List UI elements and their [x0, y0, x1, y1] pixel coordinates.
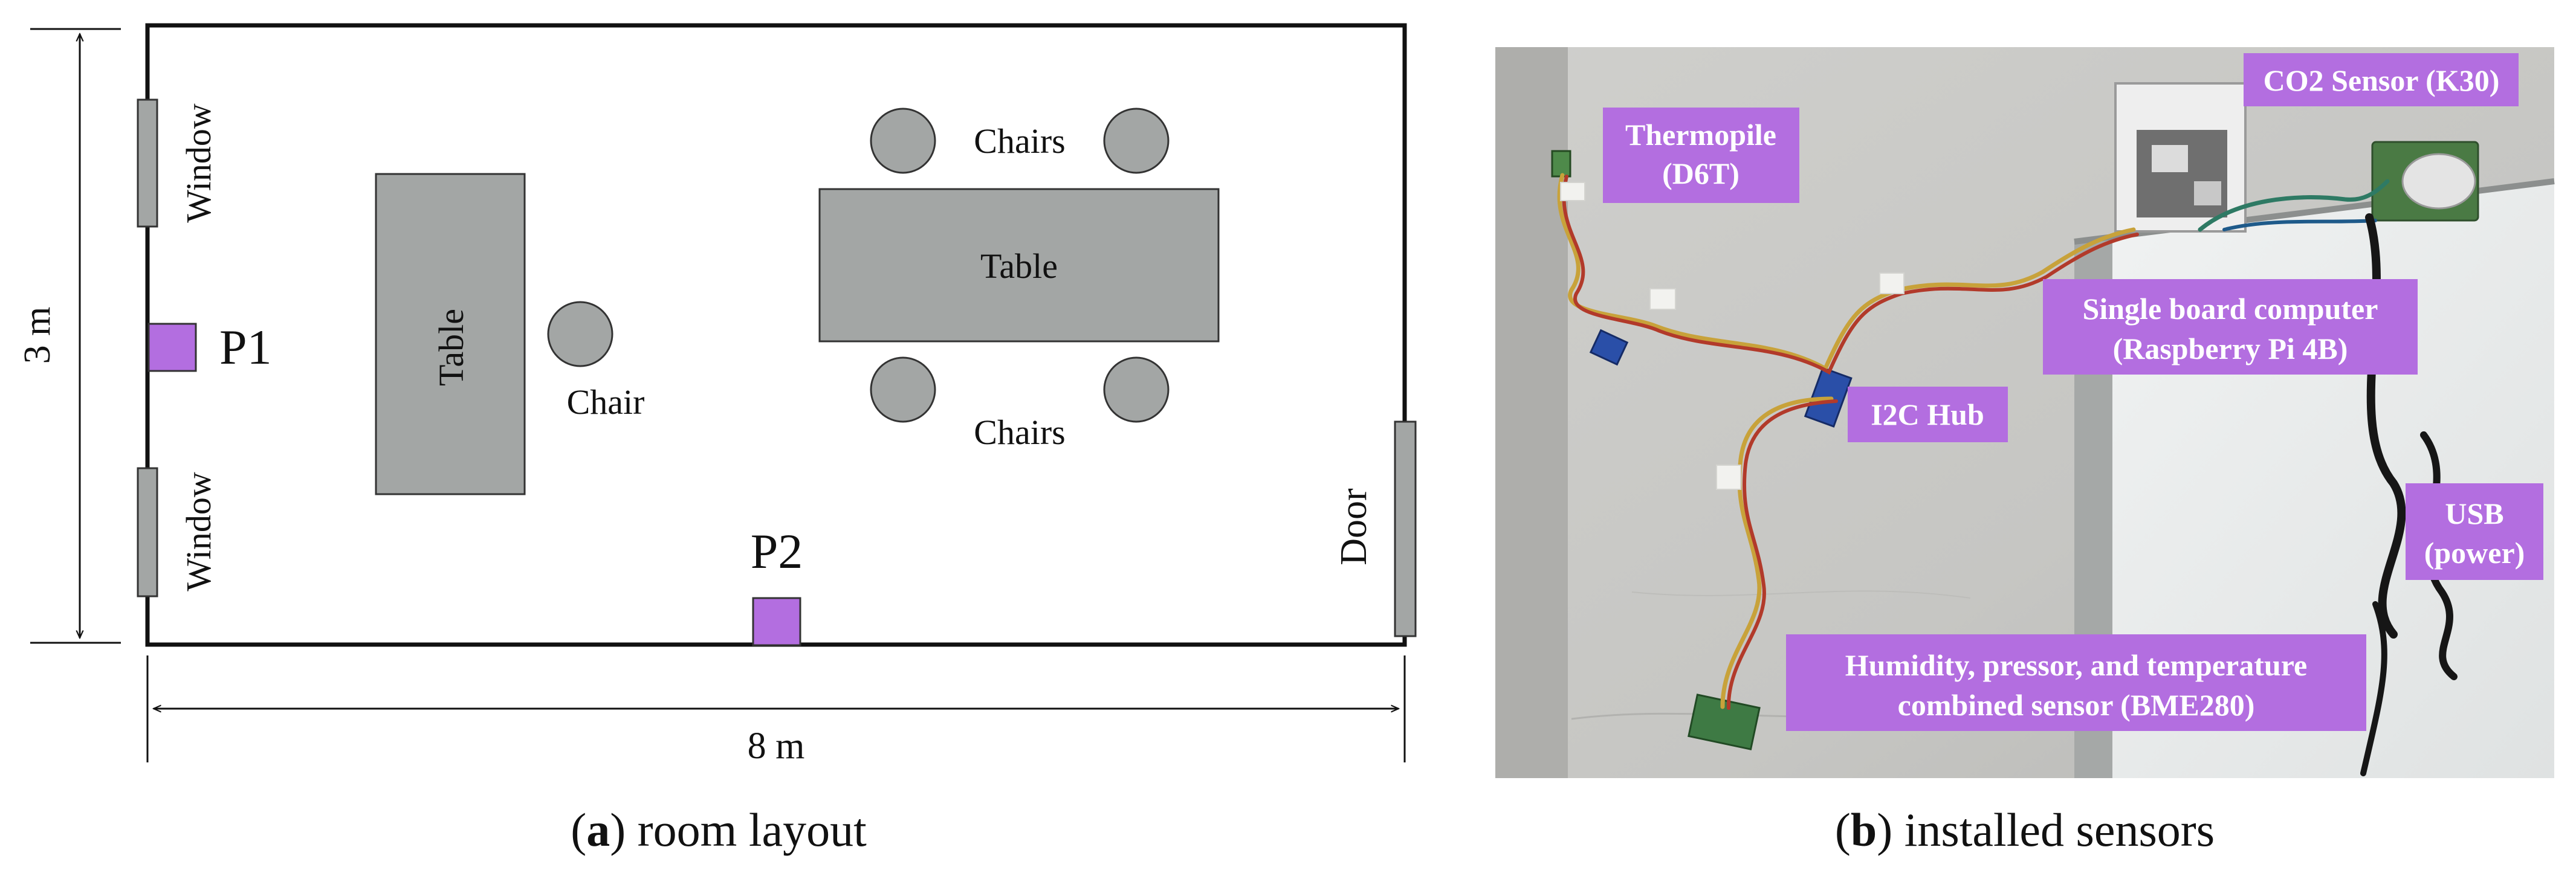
- chair-single: [547, 301, 613, 367]
- label-co2-sensor-text: CO2 Sensor (K30): [2264, 63, 2500, 97]
- label-thermopile-line1: Thermopile: [1625, 118, 1776, 152]
- label-sbc-line2: (Raspberry Pi 4B): [2113, 332, 2348, 365]
- label-usb-line1: USB: [2445, 497, 2503, 530]
- window-top: [137, 98, 158, 228]
- label-usb-power: USB (power): [2406, 483, 2543, 580]
- label-thermopile: Thermopile (D6T): [1603, 108, 1799, 203]
- installed-sensors-panel: Thermopile (D6T) CO2 Sensor (K30) Single…: [1495, 47, 2555, 856]
- table-left-label: Table: [432, 309, 471, 386]
- label-co2-sensor: CO2 Sensor (K30): [2244, 53, 2519, 106]
- chairs-bottom-label: Chairs: [974, 413, 1065, 452]
- chair-top-left: [870, 108, 936, 174]
- small-board: [1589, 329, 1629, 366]
- door: [1394, 420, 1417, 637]
- window-bottom: [137, 467, 158, 597]
- tape-2: [1649, 288, 1676, 310]
- label-thermopile-line2: (D6T): [1662, 156, 1739, 190]
- chair-bottom-left: [870, 356, 936, 423]
- label-single-board-computer: Single board computer (Raspberry Pi 4B): [2043, 279, 2418, 375]
- window-bottom-label: Window: [179, 472, 218, 591]
- sbc-case-port: [2152, 145, 2188, 172]
- point-p1: [147, 323, 197, 372]
- door-label: Door: [1333, 488, 1374, 565]
- thermopile-sensor: [1551, 150, 1571, 178]
- table-right-label: Table: [980, 246, 1058, 286]
- label-i2c-hub: I2C Hub: [1848, 387, 2008, 442]
- co2-sensor-chamber: [2401, 153, 2476, 210]
- label-usb-line2: (power): [2424, 536, 2525, 570]
- chair-single-label: Chair: [567, 382, 645, 422]
- table-right: [818, 188, 1220, 343]
- label-bme280: Humidity, pressor, and temperature combi…: [1786, 634, 2366, 731]
- caption-b: (b) installed sensors: [1835, 803, 2215, 856]
- table-left: [375, 173, 526, 495]
- room-layout-panel: 3 m 8 m Window Window Door P1 P2 Table C…: [17, 23, 1417, 856]
- label-bme280-line1: Humidity, pressor, and temperature: [1845, 648, 2307, 682]
- window-top-label: Window: [179, 103, 218, 223]
- height-dimension-label: 3 m: [17, 307, 58, 364]
- point-p2-label: P2: [751, 524, 803, 579]
- chair-top-right: [1103, 108, 1170, 174]
- width-dimension-label: 8 m: [748, 726, 805, 767]
- label-sbc-line1: Single board computer: [2083, 292, 2378, 326]
- caption-a: (a) room layout: [571, 803, 867, 856]
- label-i2c-hub-text: I2C Hub: [1871, 398, 1984, 431]
- tape-3: [1879, 272, 1904, 294]
- label-bme280-line2: combined sensor (BME280): [1898, 688, 2255, 722]
- tape-4: [1716, 465, 1741, 490]
- point-p2: [752, 597, 801, 646]
- wall-texture-2: [1631, 590, 1971, 599]
- chairs-top-label: Chairs: [974, 121, 1065, 161]
- point-p1-label: P1: [219, 320, 272, 375]
- chair-bottom-right: [1103, 356, 1170, 423]
- sbc-case-port-2: [2194, 181, 2221, 205]
- tape-1: [1560, 182, 1585, 201]
